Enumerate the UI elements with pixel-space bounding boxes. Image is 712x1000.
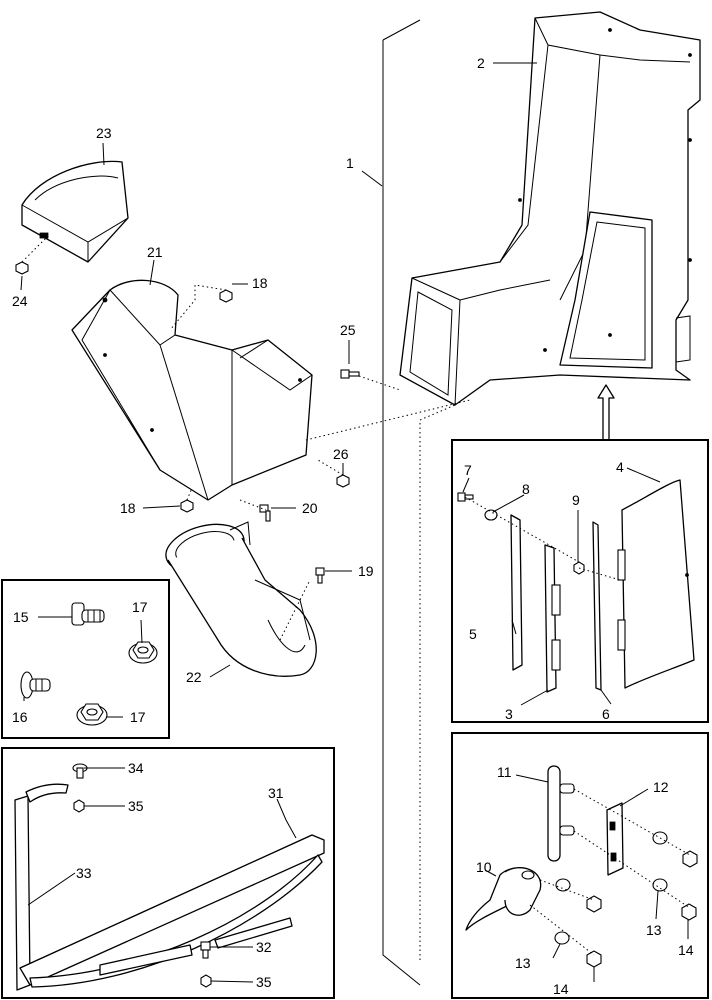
spout-body-21 — [71, 279, 313, 501]
callout-21: 21 — [147, 244, 163, 260]
bolt-34 — [72, 763, 88, 779]
leader-lines — [20, 62, 689, 983]
inset-hardware-15-17 — [1, 579, 170, 739]
nut-35-top — [73, 799, 85, 813]
nut-18-top — [219, 289, 233, 303]
strip-5 — [510, 514, 523, 671]
door-4 — [621, 479, 695, 689]
assembly-lines-main — [21, 235, 471, 960]
callout-2: 2 — [477, 55, 485, 71]
nut-upper-b — [586, 895, 602, 913]
callout-31: 31 — [268, 785, 284, 801]
callout-14-right: 14 — [678, 942, 694, 958]
washer-8 — [484, 509, 498, 521]
callout-25: 25 — [340, 322, 356, 338]
hardware-main — [15, 261, 360, 584]
callout-13-left: 13 — [515, 955, 531, 971]
nut-24 — [15, 261, 29, 275]
nut-35-bottom — [200, 974, 212, 988]
callout-17-top: 17 — [132, 599, 148, 615]
callout-5: 5 — [469, 626, 477, 642]
hollow-up-arrow-icon — [597, 384, 615, 441]
callout-35-bottom: 35 — [256, 974, 272, 990]
inset-frame-31-35 — [1, 747, 335, 999]
callout-16: 16 — [12, 709, 28, 725]
carriage-bolt-15 — [71, 602, 105, 626]
inset-latch-10-14 — [451, 732, 709, 999]
post-33 — [14, 795, 31, 991]
callout-10: 10 — [476, 859, 492, 875]
latch-10 — [465, 867, 542, 931]
callout-19: 19 — [358, 563, 374, 579]
callout-18-bottom: 18 — [120, 500, 136, 516]
washer-upper-a — [652, 831, 668, 845]
callout-24: 24 — [12, 293, 28, 309]
panel-1 — [382, 19, 421, 986]
callout-11: 11 — [497, 764, 512, 780]
callout-17-bottom: 17 — [130, 709, 146, 725]
keeper-plate-12 — [606, 802, 624, 876]
bolt-19 — [315, 567, 325, 584]
washer-upper-b — [555, 878, 571, 892]
flange-nut-17-top — [128, 641, 158, 664]
bolt-32 — [200, 941, 211, 959]
callout-7: 7 — [464, 462, 472, 478]
inset-panel-3-9 — [451, 439, 709, 723]
callout-32: 32 — [256, 939, 272, 955]
callout-33: 33 — [76, 865, 92, 881]
nut-26 — [336, 474, 350, 488]
callout-labels: 1 2 23 21 24 18 25 26 18 20 19 22 15 17 … — [12, 55, 694, 997]
top-chute-23 — [21, 160, 129, 263]
callout-35-top: 35 — [128, 798, 144, 814]
bolt-25 — [340, 369, 360, 379]
callout-9: 9 — [572, 492, 580, 508]
callout-3: 3 — [505, 706, 513, 722]
callout-12: 12 — [653, 779, 669, 795]
callout-15: 15 — [13, 609, 29, 625]
flange-nut-17-bottom — [76, 703, 108, 726]
washer-13-a — [652, 878, 668, 892]
callout-6: 6 — [602, 706, 610, 722]
bolt-20 — [259, 504, 271, 522]
callout-22: 22 — [186, 669, 202, 685]
callout-20: 20 — [302, 500, 318, 516]
latch-bracket-11 — [547, 765, 575, 862]
callout-34: 34 — [128, 760, 144, 776]
rail-31 — [19, 834, 325, 986]
nut-14-b — [586, 950, 602, 968]
lower-spout-22 — [165, 521, 317, 677]
nut-14-a — [681, 903, 697, 921]
bolt-16 — [20, 671, 51, 699]
callout-23: 23 — [96, 125, 112, 141]
callout-8: 8 — [522, 481, 530, 497]
washer-13-b — [554, 931, 570, 945]
callout-26: 26 — [333, 446, 349, 462]
callout-4: 4 — [616, 459, 624, 475]
callout-1: 1 — [346, 155, 354, 171]
chute-housing-2 — [399, 11, 701, 406]
callout-14-left: 14 — [553, 981, 569, 997]
callout-18-top: 18 — [252, 275, 268, 291]
callout-13-right: 13 — [646, 922, 662, 938]
nut-upper-a — [682, 850, 698, 868]
nut-18-bottom — [180, 499, 194, 513]
